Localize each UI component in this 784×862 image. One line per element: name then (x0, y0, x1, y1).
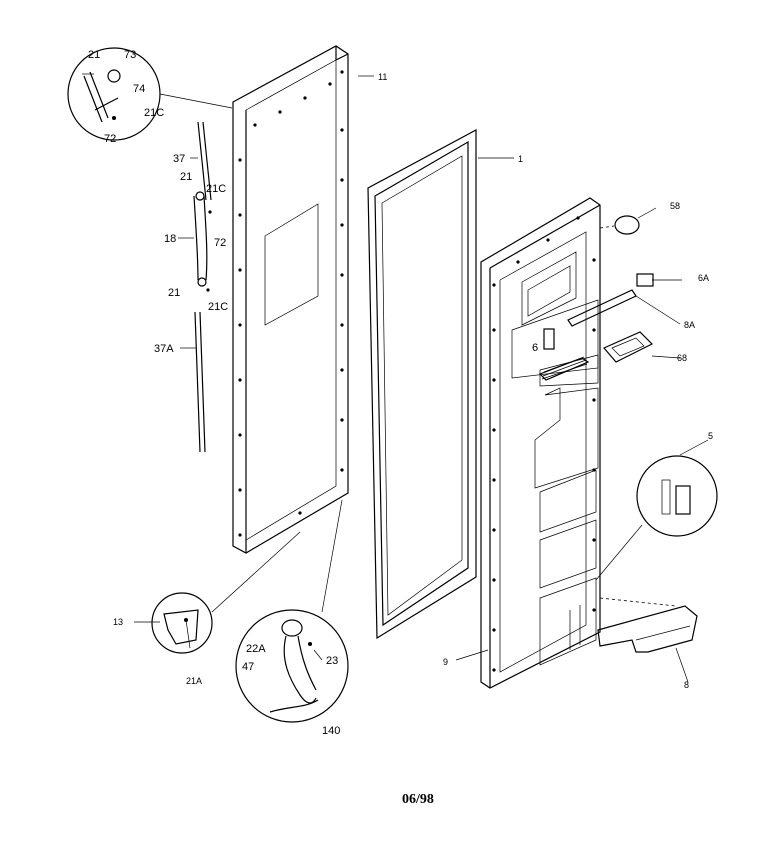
callout-72-mid: 72 (214, 237, 226, 249)
callout-21c-mid: 21C (206, 183, 226, 195)
hinge-bar-37a (194, 311, 206, 453)
detail-5 (595, 439, 718, 581)
door-gasket (367, 128, 477, 640)
date-code: 06/98 (402, 792, 434, 807)
callout-6: 6 (532, 342, 538, 354)
callout-labels: 21 73 74 21C 72 11 1 37 21 21C 18 72 21 … (88, 49, 713, 737)
door-outer-screw-holes (238, 70, 344, 537)
part-68 (603, 331, 681, 363)
callout-21-top: 21 (88, 49, 100, 61)
callout-47: 47 (242, 661, 254, 673)
door-liner-screw-holes (492, 216, 596, 672)
callout-11: 11 (378, 72, 387, 82)
callout-21-low: 21 (168, 287, 180, 299)
callout-8: 8 (684, 680, 689, 690)
callout-21c-low: 21C (208, 301, 228, 313)
part-8-shelf-bar (597, 597, 698, 683)
callout-1: 1 (518, 154, 523, 164)
callout-21-mid: 21 (180, 171, 192, 183)
dispenser-grille (538, 356, 590, 381)
detail-13 (151, 531, 301, 654)
callout-21c-top: 21C (144, 107, 164, 119)
hinge-assembly-18 (193, 191, 212, 292)
part-58 (599, 207, 657, 235)
callout-37: 37 (173, 153, 185, 165)
callout-140: 140 (322, 725, 340, 737)
door-outer-panel (232, 45, 349, 554)
leader-lines (134, 75, 514, 661)
callout-73: 73 (124, 49, 136, 61)
callout-74: 74 (133, 83, 145, 95)
hinge-bar-37 (197, 121, 212, 201)
part-6 (543, 328, 555, 350)
callout-72-top: 72 (104, 133, 116, 145)
callout-8a: 8A (684, 320, 695, 330)
callout-18: 18 (164, 233, 176, 245)
callout-21a: 21A (186, 676, 202, 686)
callout-13: 13 (113, 617, 123, 627)
detail-hinge-top (67, 47, 233, 141)
callout-6a-top: 6A (698, 273, 709, 283)
callout-22a: 22A (246, 643, 266, 655)
callout-37a: 37A (154, 343, 174, 355)
callout-5: 5 (708, 431, 713, 441)
part-8a (567, 289, 681, 327)
callout-9: 9 (443, 657, 448, 667)
callout-68: 68 (677, 353, 687, 363)
door-liner (480, 197, 601, 689)
part-6a (636, 273, 682, 287)
callout-58: 58 (670, 201, 680, 211)
callout-23: 23 (326, 655, 338, 667)
detail-wiring (235, 499, 349, 723)
